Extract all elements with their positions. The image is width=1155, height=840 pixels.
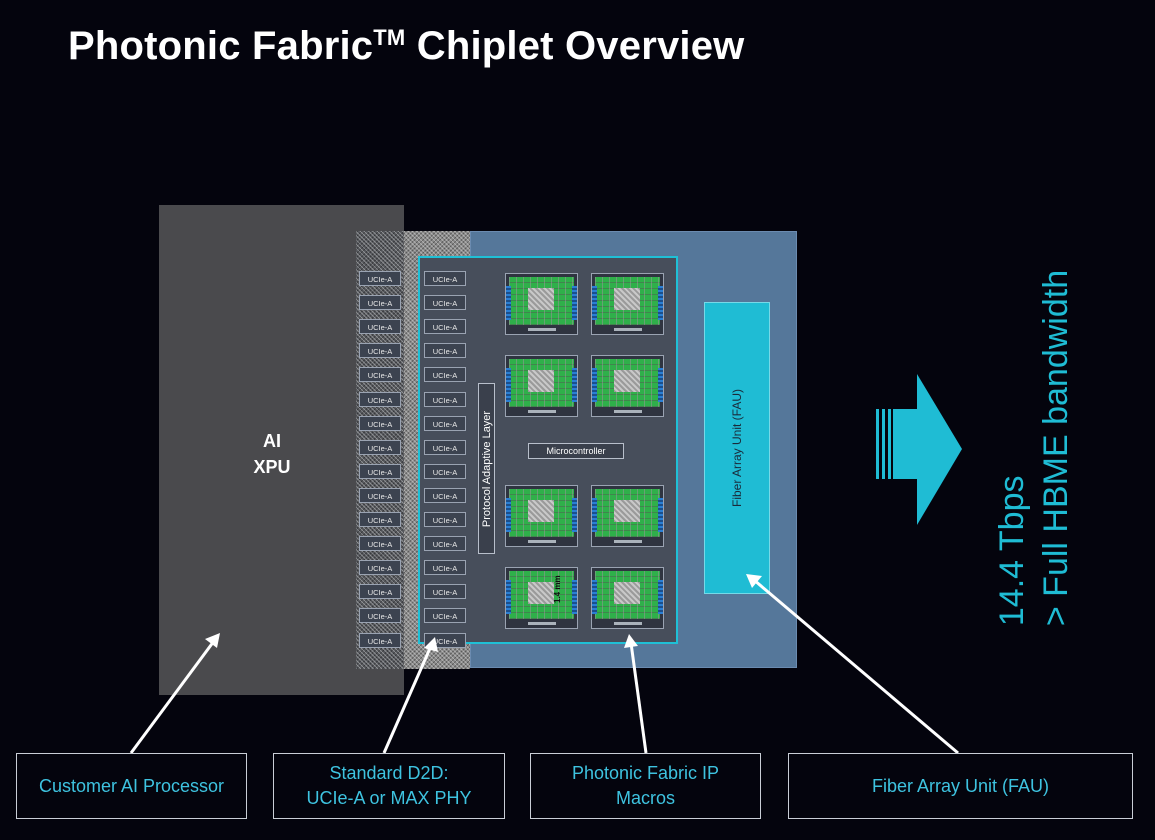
pointer-ip-head bbox=[624, 634, 638, 648]
ucie-a-block-xpu-side: UCIe-A bbox=[359, 608, 401, 623]
ucie-a-block-chiplet-side: UCIe-A bbox=[424, 295, 466, 310]
photonic-macro bbox=[505, 355, 578, 417]
ucie-a-block-xpu-side: UCIe-A bbox=[359, 392, 401, 407]
ucie-a-block-chiplet-side: UCIe-A bbox=[424, 512, 466, 527]
fiber-array-unit-block: Fiber Array Unit (FAU) bbox=[704, 302, 770, 594]
ucie-a-block-xpu-side: UCIe-A bbox=[359, 488, 401, 503]
ucie-a-block-xpu-side: UCIe-A bbox=[359, 343, 401, 358]
ucie-a-block-chiplet-side: UCIe-A bbox=[424, 416, 466, 431]
ucie-a-block-chiplet-side: UCIe-A bbox=[424, 608, 466, 623]
callout-customer-ai-processor: Customer AI Processor bbox=[16, 753, 247, 819]
bandwidth-arrow-icon bbox=[876, 374, 962, 525]
ucie-a-block-chiplet-side: UCIe-A bbox=[424, 560, 466, 575]
page-title: Photonic FabricTM Chiplet Overview bbox=[68, 24, 745, 68]
callout-fiber-array-unit: Fiber Array Unit (FAU) bbox=[788, 753, 1133, 819]
photonic-macro bbox=[591, 273, 664, 335]
ucie-a-block-chiplet-side: UCIe-A bbox=[424, 440, 466, 455]
ucie-a-block-chiplet-side: UCIe-A bbox=[424, 584, 466, 599]
ucie-a-block-xpu-side: UCIe-A bbox=[359, 464, 401, 479]
ucie-a-block-xpu-side: UCIe-A bbox=[359, 560, 401, 575]
ucie-a-block-chiplet-side: UCIe-A bbox=[424, 392, 466, 407]
photonic-macro bbox=[591, 567, 664, 629]
pointer-fau-head bbox=[746, 574, 762, 588]
pointer-customer bbox=[129, 640, 216, 754]
photonic-macro bbox=[591, 485, 664, 547]
ucie-a-block-xpu-side: UCIe-A bbox=[359, 512, 401, 527]
photonic-macro bbox=[505, 567, 578, 629]
ucie-a-block-xpu-side: UCIe-A bbox=[359, 367, 401, 382]
ucie-a-block-chiplet-side: UCIe-A bbox=[424, 536, 466, 551]
photonic-macro bbox=[505, 273, 578, 335]
ucie-a-block-chiplet-side: UCIe-A bbox=[424, 367, 466, 382]
trademark-mark: TM bbox=[373, 25, 406, 50]
ucie-a-block-chiplet-side: UCIe-A bbox=[424, 488, 466, 503]
pointer-fau bbox=[753, 578, 959, 755]
ucie-a-block-xpu-side: UCIe-A bbox=[359, 536, 401, 551]
ai-xpu-label: AI XPU bbox=[253, 431, 291, 477]
photonic-macro bbox=[505, 485, 578, 547]
ucie-a-block-xpu-side: UCIe-A bbox=[359, 440, 401, 455]
microcontroller-block: Microcontroller bbox=[528, 443, 624, 459]
ucie-a-block-chiplet-side: UCIe-A bbox=[424, 464, 466, 479]
pointer-d2d-head bbox=[424, 637, 438, 652]
ucie-a-block-chiplet-side: UCIe-A bbox=[424, 343, 466, 358]
bandwidth-label: 14.4 Tbps > Full HBME bandwidth bbox=[993, 269, 1075, 627]
pointer-customer-head bbox=[205, 633, 220, 648]
ucie-a-block-xpu-side: UCIe-A bbox=[359, 633, 401, 648]
protocol-adaptive-layer: Protocol Adaptive Layer bbox=[478, 383, 495, 554]
photonic-macro bbox=[591, 355, 664, 417]
ucie-a-block-xpu-side: UCIe-A bbox=[359, 271, 401, 286]
ucie-a-block-xpu-side: UCIe-A bbox=[359, 319, 401, 334]
ucie-a-block-xpu-side: UCIe-A bbox=[359, 416, 401, 431]
pointer-d2d bbox=[382, 645, 433, 754]
ucie-a-block-xpu-side: UCIe-A bbox=[359, 584, 401, 599]
ucie-a-block-xpu-side: UCIe-A bbox=[359, 295, 401, 310]
ucie-a-block-chiplet-side: UCIe-A bbox=[424, 319, 466, 334]
ucie-a-block-chiplet-side: UCIe-A bbox=[424, 271, 466, 286]
callout-standard-d2d: Standard D2D:UCIe-A or MAX PHY bbox=[273, 753, 505, 819]
pointer-ip bbox=[629, 642, 648, 754]
